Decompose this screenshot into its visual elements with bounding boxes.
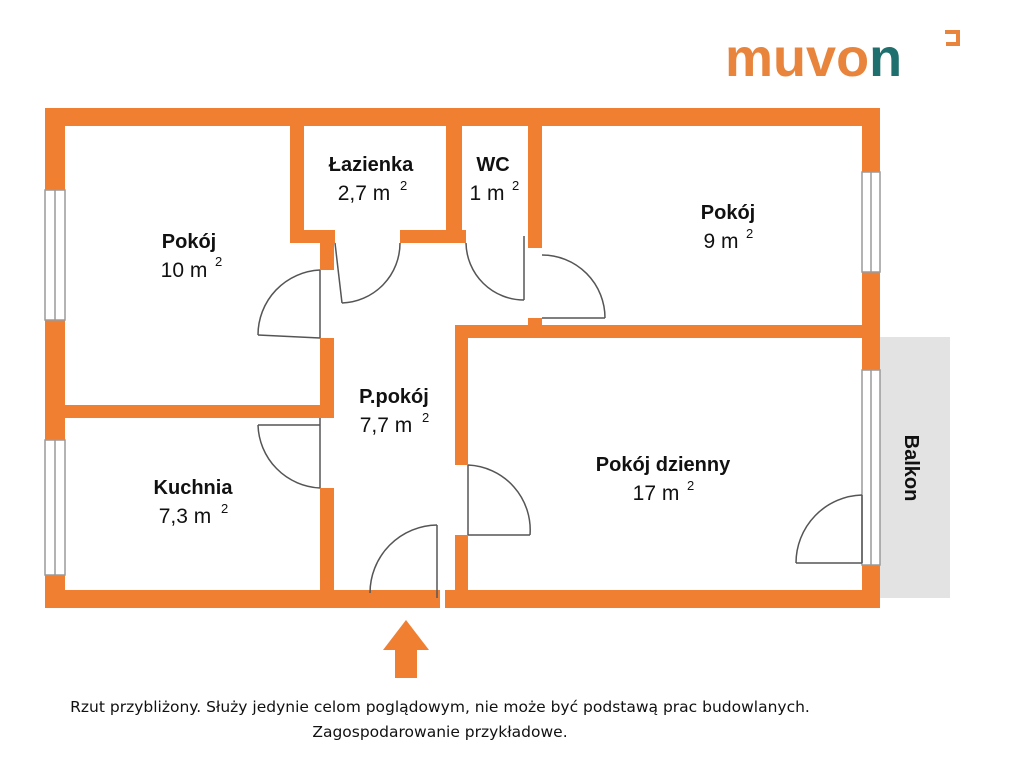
room-area-przedpokoj: 7,7 m: [360, 414, 413, 437]
room-name-pokoj-left: Pokój: [162, 231, 216, 253]
logo-text-mu: muvon: [725, 28, 902, 88]
room-labels: Pokój 10 m 2 Łazienka 2,7 m 2 WC 1 m 2 P…: [154, 154, 756, 528]
room-area-kuchnia: 7,3 m: [159, 505, 212, 528]
room-area-pokoj-left: 10 m: [161, 259, 208, 282]
room-name-pokoj-right: Pokój: [701, 202, 755, 224]
room-area-lazienka: 2,7 m: [338, 182, 391, 205]
balcony-area: [880, 337, 950, 598]
room-sup-dzienny: 2: [687, 478, 694, 493]
room-sup-wc: 2: [512, 178, 519, 193]
room-sup-pokoj-left: 2: [215, 254, 222, 269]
windows: [44, 171, 881, 576]
room-sup-pokoj-right: 2: [746, 226, 753, 241]
logo-mark-icon: [945, 30, 960, 46]
walls: [45, 108, 880, 608]
room-area-wc: 1 m: [469, 182, 504, 205]
room-sup-przedpokoj: 2: [422, 410, 429, 425]
room-name-przedpokoj: P.pokój: [359, 386, 429, 408]
room-sup-kuchnia: 2: [221, 501, 228, 516]
entrance-arrow-icon: [383, 620, 429, 678]
room-name-kuchnia: Kuchnia: [154, 477, 234, 499]
balcony-label: Balkon: [900, 435, 922, 502]
room-name-lazienka: Łazienka: [329, 154, 414, 176]
disclaimer-line-2: Zagospodarowanie przykładowe.: [312, 723, 568, 741]
room-name-wc: WC: [476, 154, 509, 176]
room-area-dzienny: 17 m: [633, 482, 680, 505]
room-name-dzienny: Pokój dzienny: [596, 454, 731, 476]
disclaimer-line-1: Rzut przybliżony. Służy jedynie celom po…: [70, 698, 810, 716]
doors: [257, 236, 863, 598]
room-sup-lazienka: 2: [400, 178, 407, 193]
logo: muvon: [725, 28, 960, 88]
room-area-pokoj-right: 9 m: [703, 230, 738, 253]
